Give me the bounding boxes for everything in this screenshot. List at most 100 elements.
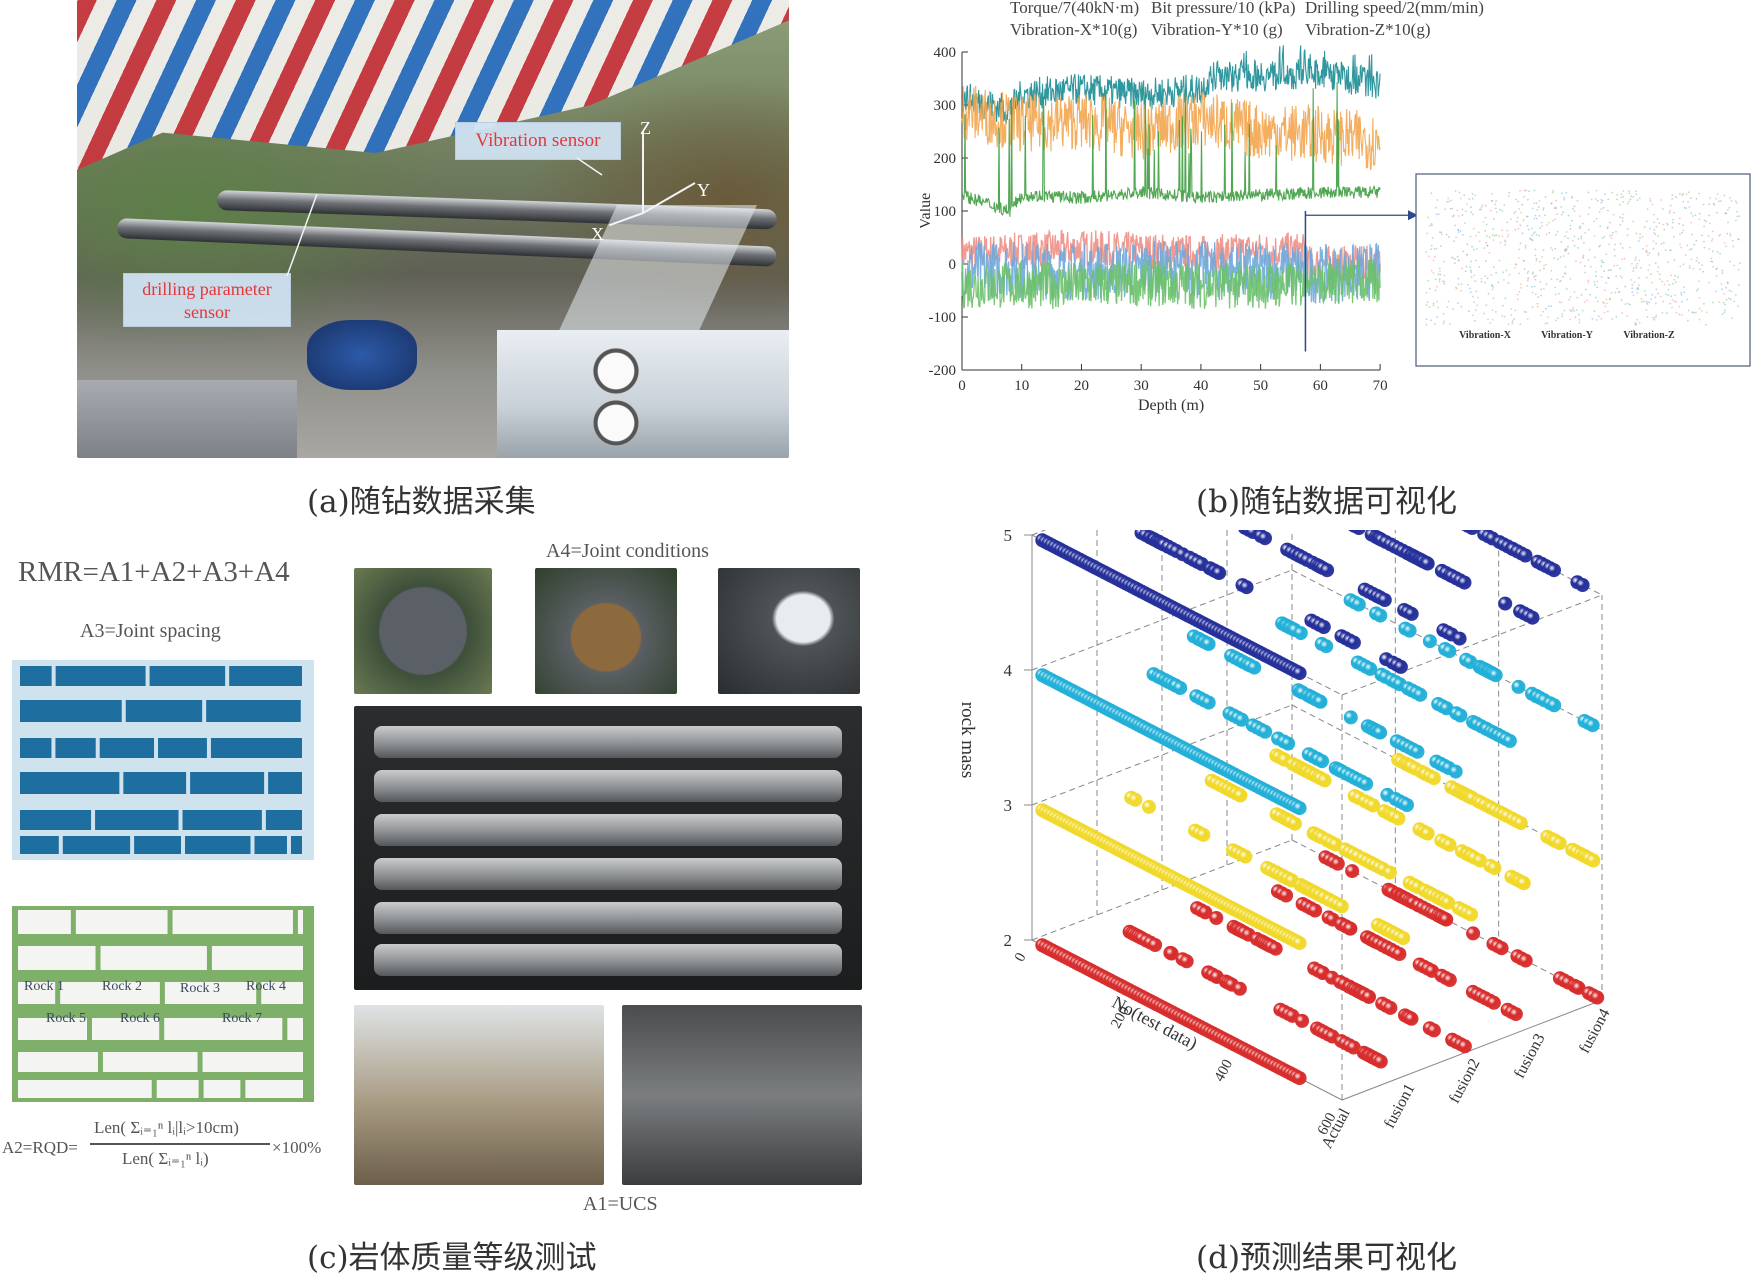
inset-point — [1561, 193, 1563, 195]
joint-segment — [20, 666, 52, 686]
inset-point — [1695, 312, 1697, 314]
inset-point — [1669, 212, 1671, 214]
inset-point — [1485, 260, 1487, 262]
scatter-point-grade-4 — [1247, 661, 1261, 675]
inset-point — [1730, 235, 1732, 237]
inset-point — [1605, 253, 1607, 255]
inset-point — [1570, 296, 1572, 298]
inset-point — [1619, 224, 1621, 226]
inset-point — [1484, 247, 1486, 249]
inset-point — [1448, 236, 1450, 238]
a4-joint-conditions-title: A4=Joint conditions — [546, 540, 709, 563]
inset-point — [1622, 217, 1624, 219]
inset-point — [1491, 200, 1493, 202]
inset-point — [1701, 310, 1703, 312]
inset-point — [1455, 237, 1457, 239]
inset-point — [1649, 198, 1651, 200]
inset-point — [1685, 207, 1687, 209]
inset-point — [1524, 190, 1526, 192]
joint-segment — [291, 836, 302, 854]
inset-point — [1729, 290, 1731, 292]
inset-point — [1466, 203, 1468, 205]
y-tick-label: 200 — [934, 151, 957, 167]
rock-piece — [298, 910, 303, 934]
inset-point — [1614, 249, 1616, 251]
inset-point — [1605, 282, 1607, 284]
inset-point — [1492, 234, 1494, 236]
inset-point — [1601, 276, 1603, 278]
inset-point — [1429, 225, 1431, 227]
inset-point — [1546, 283, 1548, 285]
inset-point — [1646, 302, 1648, 304]
inset-point — [1457, 256, 1459, 258]
x-tick-label: 10 — [1014, 378, 1029, 394]
inset-point — [1463, 194, 1465, 196]
scatter-point-grade-3 — [1396, 931, 1410, 945]
z-tick-label: 4 — [1004, 661, 1013, 680]
inset-point — [1709, 197, 1711, 199]
inset-point — [1681, 294, 1683, 296]
inset-point — [1511, 322, 1513, 324]
inset-point — [1718, 301, 1720, 303]
inset-point — [1608, 243, 1610, 245]
inset-point — [1660, 199, 1662, 201]
inset-point — [1527, 270, 1529, 272]
scatter-point-grade-4 — [1314, 695, 1328, 709]
inset-point — [1725, 246, 1727, 248]
inset-point — [1465, 270, 1467, 272]
inset-point — [1701, 235, 1703, 237]
inset-point — [1434, 323, 1436, 325]
inset-point — [1568, 299, 1570, 301]
inset-point — [1657, 218, 1659, 220]
inset-point — [1495, 311, 1497, 313]
inset-point — [1443, 323, 1445, 325]
inset-point — [1655, 243, 1657, 245]
inset-point — [1704, 219, 1706, 221]
inset-point — [1689, 267, 1691, 269]
inset-point — [1575, 260, 1577, 262]
inset-point — [1508, 234, 1510, 236]
inset-point — [1646, 252, 1648, 254]
inset-point — [1599, 211, 1601, 213]
inset-point — [1589, 249, 1591, 251]
inset-point — [1475, 260, 1477, 262]
inset-point — [1686, 299, 1688, 301]
inset-point — [1681, 314, 1683, 316]
inset-point — [1570, 225, 1572, 227]
inset-point — [1655, 289, 1657, 291]
inset-point — [1649, 264, 1651, 266]
inset-point — [1525, 247, 1527, 249]
scatter-point-grade-5 — [1378, 593, 1392, 607]
inset-point — [1702, 271, 1704, 273]
joint-segment — [150, 666, 226, 686]
inset-point — [1662, 208, 1664, 210]
inset-point — [1684, 207, 1686, 209]
inset-point — [1473, 301, 1475, 303]
scatter-point-grade-3 — [1142, 800, 1156, 814]
inset-point — [1437, 307, 1439, 309]
inset-point — [1580, 236, 1582, 238]
scatter-point-grade-3 — [1238, 850, 1252, 864]
inset-point — [1563, 199, 1565, 201]
inset-point — [1450, 208, 1452, 210]
joint-segment — [229, 666, 302, 686]
scatter-point-grade-4 — [1173, 681, 1187, 695]
scatter-point-grade-2 — [1308, 904, 1322, 918]
inset-point — [1598, 315, 1600, 317]
inset-point — [1635, 323, 1637, 325]
inset-point — [1627, 203, 1629, 205]
inset-point — [1726, 299, 1728, 301]
inset-point — [1637, 292, 1639, 294]
inset-point — [1443, 281, 1445, 283]
inset-point — [1524, 268, 1526, 270]
joint-segment — [158, 738, 207, 758]
y-axis-label: Value — [920, 193, 934, 229]
inset-point — [1461, 268, 1463, 270]
inset-point — [1527, 199, 1529, 201]
rock-piece — [157, 1080, 199, 1098]
inset-point — [1738, 269, 1740, 271]
rmr-formula: RMR=A1+A2+A3+A4 — [18, 556, 290, 589]
inset-point — [1439, 268, 1441, 270]
inset-point — [1653, 319, 1655, 321]
